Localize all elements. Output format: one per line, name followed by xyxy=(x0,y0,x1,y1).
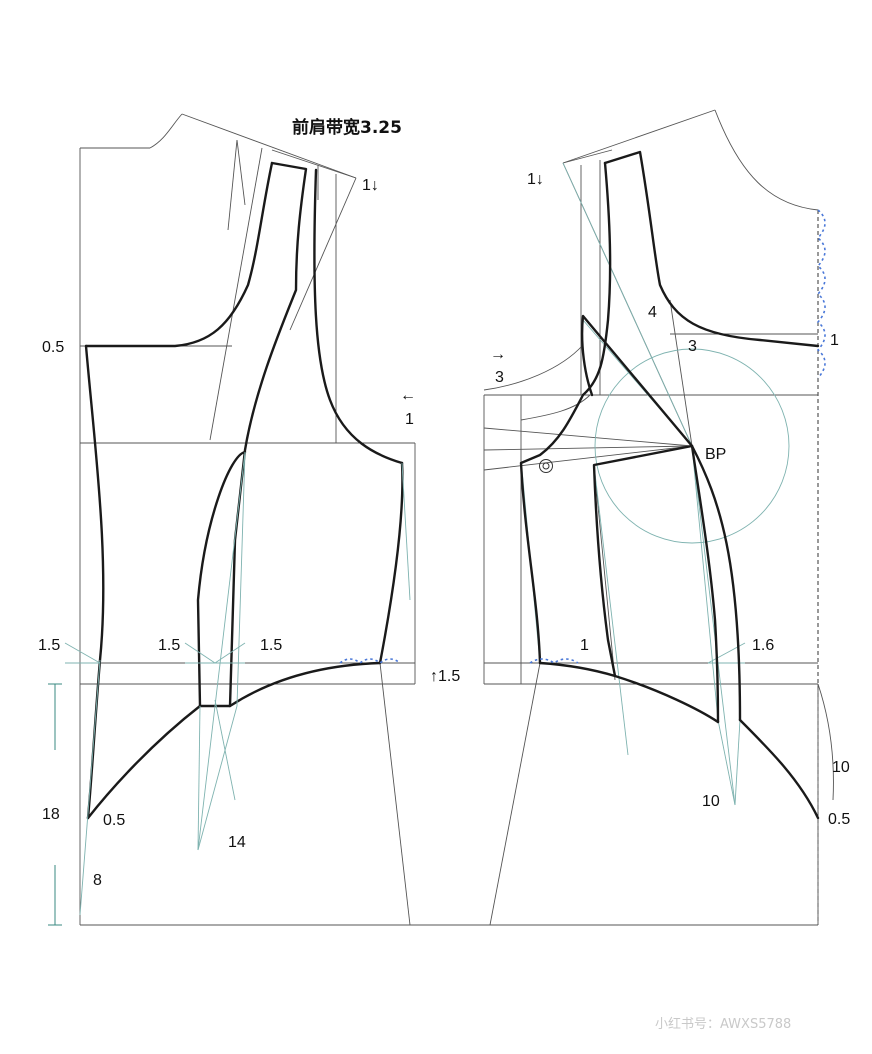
label-back-dart-b: 1.5 xyxy=(260,637,282,654)
back-length-bracket xyxy=(48,683,62,926)
label-front-4: 4 xyxy=(648,304,657,321)
label-back-arrow: ← xyxy=(400,387,416,404)
label-bp: BP xyxy=(705,446,726,463)
front-construction-lines xyxy=(483,109,819,926)
label-front-3b: 3 xyxy=(688,338,697,355)
button-mark-icon xyxy=(539,459,553,473)
front-waist-ease-mark xyxy=(529,658,579,664)
front-bp-construction xyxy=(521,162,834,806)
label-back-dart-a: 1.5 xyxy=(158,637,180,654)
label-shoulder-drop-back: 1↓ xyxy=(362,177,379,194)
label-back-raise: ↑1.5 xyxy=(430,668,460,685)
label-front-1: 1 xyxy=(830,332,839,349)
bust-circle xyxy=(594,348,790,544)
watermark: 小红书号：AWXS5788 xyxy=(655,1016,791,1032)
label-back-hem-8: 8 xyxy=(93,872,102,889)
label-front-10b: 10 xyxy=(702,793,720,810)
label-front-3: 3 xyxy=(495,369,504,386)
label-back-half: 0.5 xyxy=(42,339,64,356)
label-back-hem-half: 0.5 xyxy=(103,812,125,829)
back-cut-lines xyxy=(84,161,404,820)
front-neck-ease-mark xyxy=(816,209,826,379)
back-construction-lines xyxy=(79,113,490,926)
label-back-waist-side: 1.5 xyxy=(38,637,60,654)
svg-text:小红书号：AWXS5788: 小红书号：AWXS5788 xyxy=(655,1016,791,1032)
front-strap-width-label: 前肩带宽3.25 xyxy=(292,117,402,138)
front-cut-lines xyxy=(519,150,820,820)
back-dart-guides xyxy=(64,451,411,916)
label-back-armhole: 1 xyxy=(405,411,414,428)
label-front-hem-half: 0.5 xyxy=(828,811,850,828)
label-back-drop-length: 18 xyxy=(42,806,60,823)
label-front-dart-1: 1 xyxy=(580,637,589,654)
label-back-dart-length: 14 xyxy=(228,834,246,851)
label-shoulder-drop-front: 1↓ xyxy=(527,171,544,188)
label-front-arrow: → xyxy=(490,346,506,363)
label-front-1-6: 1.6 xyxy=(752,637,774,654)
label-front-10a: 10 xyxy=(832,759,850,776)
